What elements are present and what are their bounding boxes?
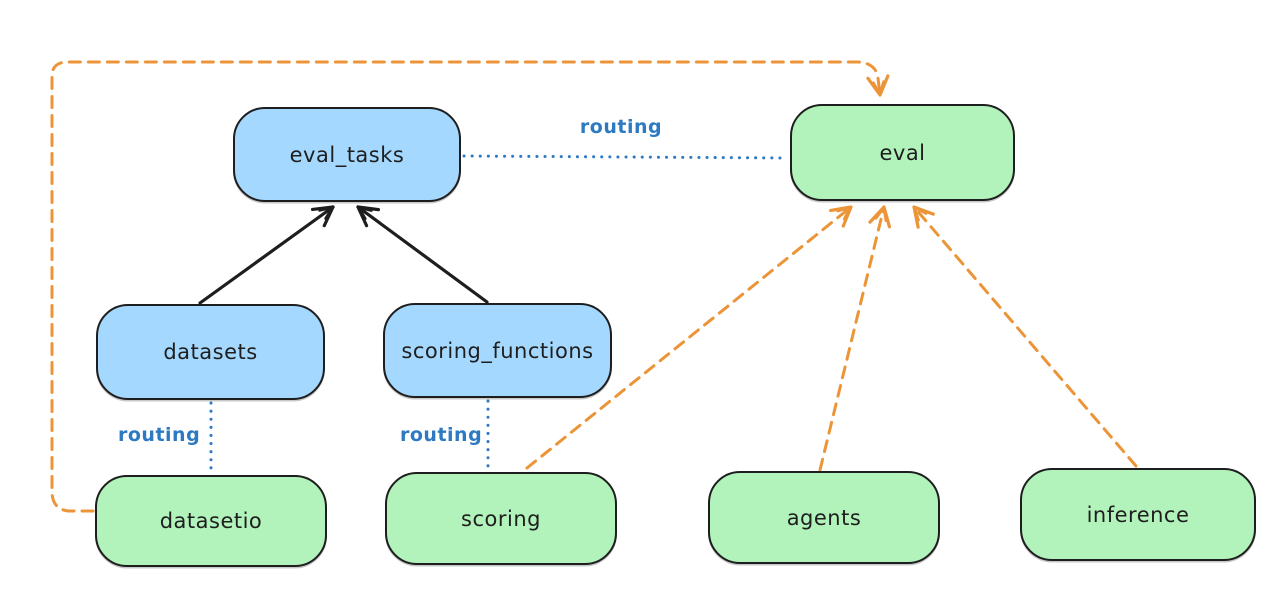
routing-label-evaltasks-eval: routing xyxy=(579,116,663,138)
node-agents: agents xyxy=(708,471,940,564)
node-scoring-functions: scoring_functions xyxy=(383,303,612,398)
edge-scoringfunctions-evaltasks xyxy=(356,205,489,304)
node-eval-tasks: eval_tasks xyxy=(233,107,461,202)
node-eval-label: eval xyxy=(879,140,926,165)
edge-inference-eval xyxy=(912,205,1138,468)
node-datasets-label: datasets xyxy=(163,340,258,364)
routing-label-scoringfunctions-scoring: routing xyxy=(400,424,483,446)
node-scoring: scoring xyxy=(385,472,617,565)
node-eval-tasks-label: eval_tasks xyxy=(289,142,405,167)
node-inference-label: inference xyxy=(1086,502,1190,527)
edge-agents-eval xyxy=(818,205,892,472)
edge-evaltasks-eval-routing xyxy=(462,154,789,160)
node-datasetio-label: datasetio xyxy=(159,509,263,533)
node-inference: inference xyxy=(1020,468,1256,561)
node-datasets: datasets xyxy=(96,304,325,400)
node-datasetio: datasetio xyxy=(95,475,327,567)
routing-label-datasets-datasetio: routing xyxy=(118,424,201,446)
node-eval: eval xyxy=(790,104,1015,201)
node-agents-label: agents xyxy=(786,505,862,530)
node-scoring-label: scoring xyxy=(461,506,541,531)
node-scoring-functions-label: scoring_functions xyxy=(401,338,594,363)
edge-datasets-evaltasks xyxy=(198,205,335,305)
